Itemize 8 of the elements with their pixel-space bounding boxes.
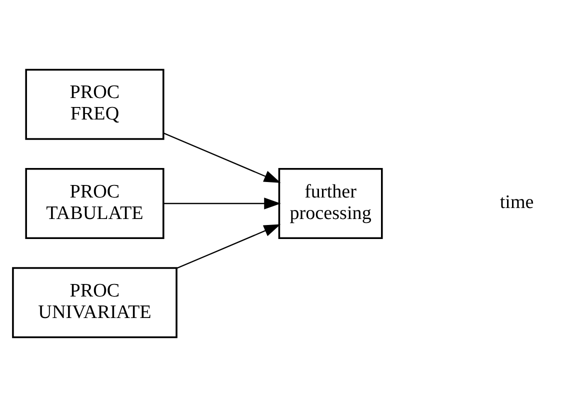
arrow (176, 224, 281, 269)
arrow (163, 198, 281, 210)
label: time (500, 192, 534, 214)
arrow (163, 132, 281, 183)
node-box: further processing (278, 168, 383, 240)
node-box: PROC UNIVARIATE (12, 267, 178, 338)
node-box: PROC FREQ (25, 68, 164, 140)
node-box: PROC TABULATE (25, 168, 164, 240)
